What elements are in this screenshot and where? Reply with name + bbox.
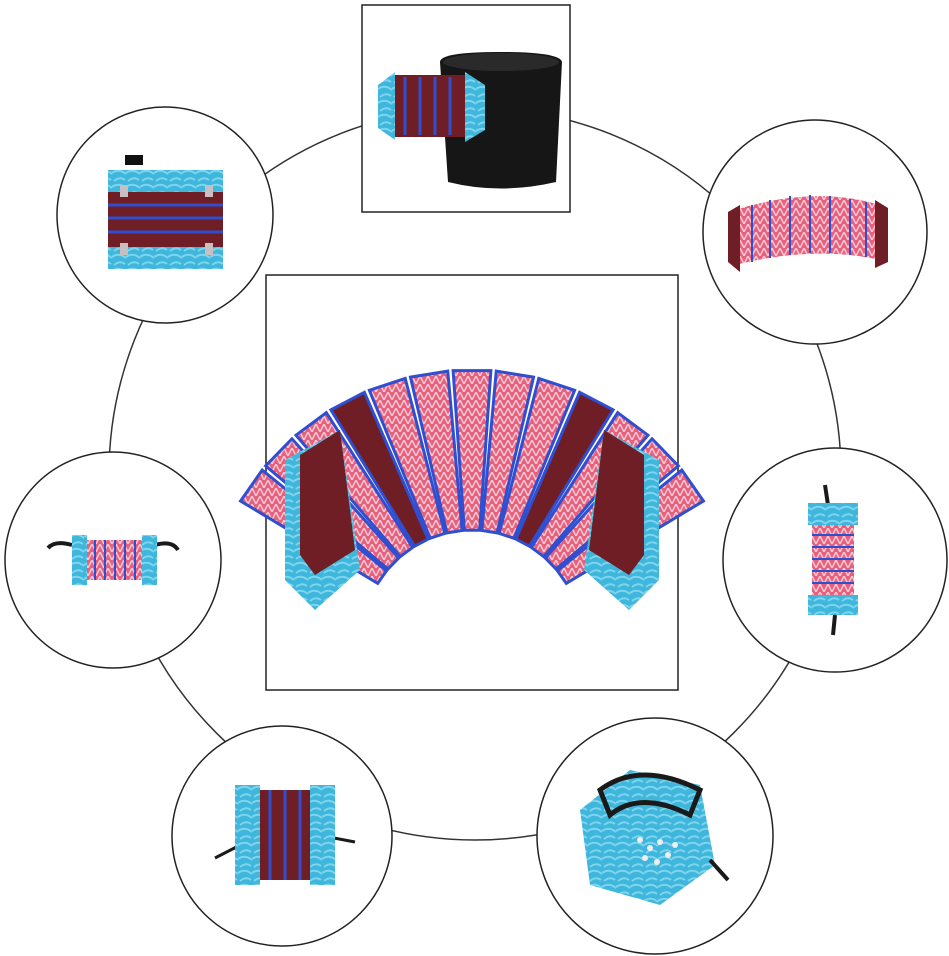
wood-frame <box>589 430 644 575</box>
concertina-image <box>395 75 465 137</box>
bellows-fold <box>408 369 464 535</box>
bellows-fold <box>328 390 431 549</box>
bellows-fold <box>367 376 447 541</box>
top-fanned-view <box>728 195 888 272</box>
side-extended-view <box>46 535 180 585</box>
bellows-fold <box>451 369 493 532</box>
compressed-side-view <box>214 785 356 885</box>
wood-frame <box>300 430 355 575</box>
end-panel-buttons-view <box>580 770 730 905</box>
front-closed-view <box>108 155 223 269</box>
bellows-fold <box>513 390 616 549</box>
bellows-fold <box>497 376 577 541</box>
bellows-fold <box>480 369 536 535</box>
with-carry-bag <box>361 4 571 213</box>
concertina-image <box>580 770 715 905</box>
concertina-image <box>238 369 706 610</box>
main-fanned-view <box>238 274 706 691</box>
concertina-image <box>735 196 880 265</box>
vertical-extended-view <box>808 484 858 636</box>
